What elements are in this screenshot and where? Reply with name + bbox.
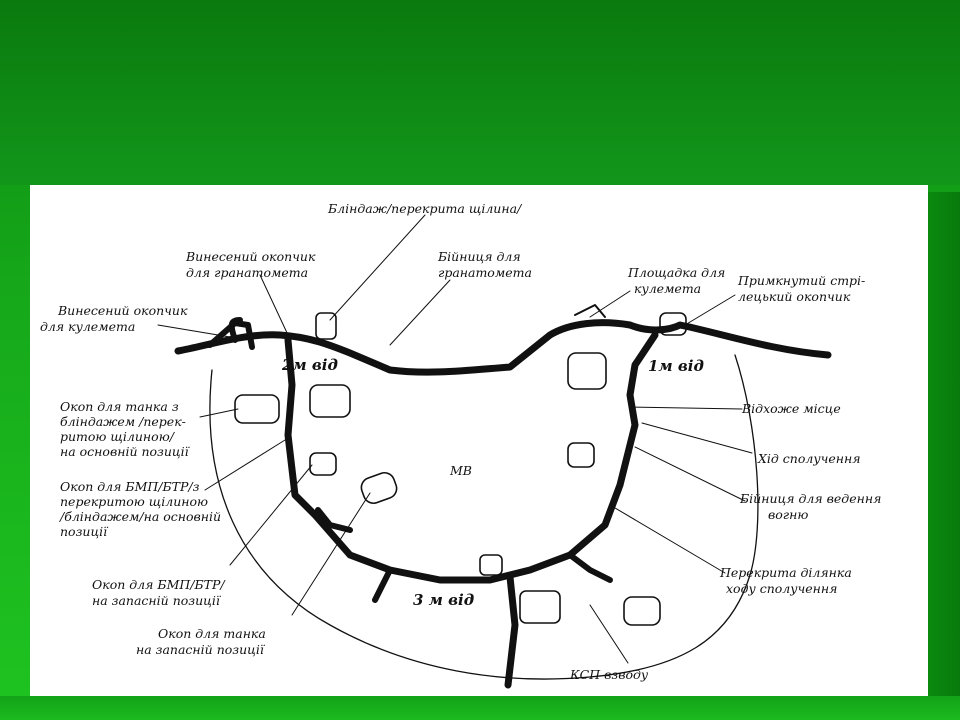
label-communication-trench: Хід сполучення [757,451,861,466]
tank-trench-main-box [234,394,280,424]
label-blindazh: Бліндаж/перекрита щілина/ [327,201,523,216]
platoon-position-diagram: Бліндаж/перекрита щілина/ Винесений окоп… [30,185,928,696]
label-mg-platform-2: кулемета [634,281,701,296]
label-tank-blindage-3: ритою щілиною/ [60,429,176,444]
label-squad-1: 1м від [648,357,704,375]
label-bmp-reserve-1: Окоп для БМП/БТР/ [92,577,226,592]
label-tank-blindage-2: бліндажем /перек- [60,414,186,429]
label-bmp-main-1: Окоп для БМП/БТР/з [60,479,200,494]
label-bmp-main-4: позиції [60,524,109,539]
label-platoon-cp: КСП взводу [569,667,649,682]
label-tank-reserve-2: на запасній позиції [136,642,266,657]
label-mg-pit-1: Винесений окопчик [57,303,188,318]
position-boundary [209,354,759,680]
label-grenade-pit-1: Винесений окопчик [185,249,316,264]
squad3-shelter-box [479,554,503,576]
firing-port-box [567,442,595,468]
label-tank-blindage-4: на основній позиції [60,444,191,459]
bmp-trench-reserve-box [623,596,661,626]
label-grenade-port-2: гранатомета [438,265,532,280]
slide-shadow [928,192,960,720]
label-tank-blindage-1: Окоп для танка з [60,399,179,414]
label-grenade-port-1: Бійниця для [437,249,521,264]
label-bmp-main-2: перекритою щілиною [60,494,208,509]
label-bmp-reserve-2: на запасній позиції [92,593,222,608]
forward-mg-pit [207,320,255,350]
tank-trench-reserve-box [360,471,398,505]
bmp-trench-main-box [309,452,337,476]
label-firing-port-1: Бійниця для ведення [739,491,881,506]
label-covered-section-2: ходу сполучення [726,581,837,596]
leader-lines [157,214,753,664]
slide-title-area [0,0,960,185]
ksp-box [519,590,561,624]
tank-trench-blindage-box [309,384,351,418]
mg-platform [574,304,606,318]
label-rifle-pit-1: Примкнутий стрі- [737,273,865,288]
label-squad-3: 3 м від [413,591,474,609]
label-latrine: Відхоже місце [741,401,841,416]
emplacements [207,304,687,626]
label-grenade-pit-2: для гранатомета [186,265,308,280]
label-mg-pit-2: для кулемета [40,319,135,334]
squad1-shelter-box [567,352,607,390]
label-firing-port-2: вогню [768,507,808,522]
blindage-box [315,312,337,340]
label-rifle-pit-2: лецький окопчик [738,289,851,304]
diagram-canvas: Бліндаж/перекрита щілина/ Винесений окоп… [40,201,881,689]
label-covered-section-1: Перекрита ділянка [719,565,852,580]
label-squad-2: 2м від [281,356,338,374]
label-mg-platform-1: Площадка для [627,265,725,280]
main-trench [174,317,832,689]
label-mv: МВ [449,463,472,478]
label-bmp-main-3: /бліндажем/на основній [59,509,221,524]
label-tank-reserve-1: Окоп для танка [158,626,266,641]
slide-bottom-band [0,696,960,720]
